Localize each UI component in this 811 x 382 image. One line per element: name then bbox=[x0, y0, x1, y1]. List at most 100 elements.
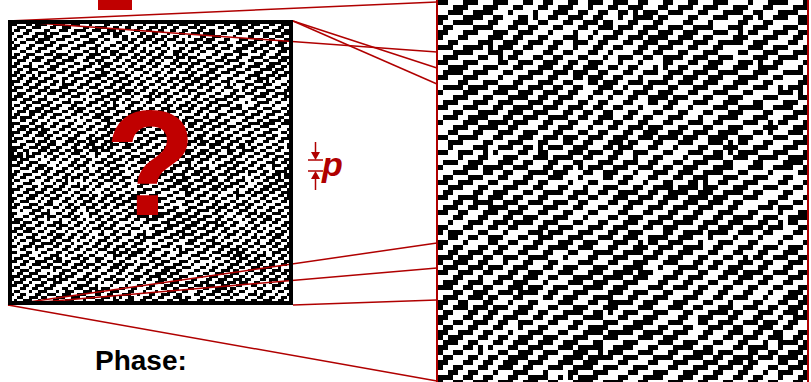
pattern-pixel bbox=[257, 230, 263, 233]
pattern-pixel bbox=[215, 50, 221, 53]
pattern-pixel bbox=[41, 122, 47, 125]
pattern-pixel bbox=[206, 113, 209, 116]
pattern-pixel bbox=[155, 263, 164, 266]
pattern-pixel bbox=[86, 152, 89, 155]
pattern-pixel bbox=[663, 0, 673, 5]
pattern-pixel bbox=[59, 95, 65, 98]
pattern-pixel bbox=[266, 74, 275, 77]
pattern-pixel bbox=[35, 176, 41, 179]
pattern-pixel bbox=[713, 0, 728, 5]
pattern-pixel bbox=[248, 245, 254, 248]
pattern-pixel bbox=[239, 152, 245, 155]
pattern-pixel bbox=[197, 194, 206, 197]
pattern-pixel bbox=[242, 119, 248, 122]
pattern-pixel bbox=[194, 269, 200, 272]
pattern-pixel bbox=[38, 71, 47, 74]
pattern-pixel bbox=[266, 89, 275, 92]
pattern-pixel bbox=[143, 272, 149, 275]
pattern-pixel bbox=[65, 275, 74, 278]
pattern-pixel bbox=[110, 284, 113, 287]
pattern-pixel bbox=[167, 80, 173, 83]
pattern-pixel bbox=[212, 125, 221, 128]
pattern-pixel bbox=[47, 224, 56, 227]
pattern-pixel bbox=[227, 143, 233, 146]
pattern-pixel bbox=[236, 251, 245, 254]
pattern-pixel bbox=[275, 275, 281, 278]
pattern-pixel bbox=[164, 251, 170, 254]
pattern-pixel bbox=[251, 113, 260, 116]
pattern-pixel bbox=[179, 251, 188, 254]
pattern-pixel bbox=[83, 50, 89, 53]
pattern-pixel bbox=[227, 44, 233, 47]
pattern-pixel bbox=[89, 53, 101, 56]
pattern-pixel bbox=[50, 32, 59, 35]
pattern-pixel bbox=[197, 161, 203, 164]
pattern-pixel bbox=[47, 161, 50, 164]
pattern-pixel bbox=[263, 32, 275, 35]
pattern-pixel bbox=[113, 263, 122, 266]
pattern-pixel bbox=[266, 98, 272, 101]
pattern-pixel bbox=[62, 248, 68, 251]
pattern-pixel bbox=[263, 275, 269, 278]
pattern-pixel bbox=[128, 80, 134, 83]
pattern-pixel bbox=[161, 287, 167, 290]
pattern-pixel bbox=[149, 50, 155, 53]
pattern-pixel bbox=[65, 116, 71, 119]
pattern-pixel bbox=[215, 281, 224, 284]
pattern-pixel bbox=[161, 254, 167, 257]
pattern-pixel bbox=[47, 248, 53, 251]
pattern-pixel bbox=[227, 152, 233, 155]
pattern-pixel bbox=[146, 77, 152, 80]
pattern-pixel bbox=[89, 173, 95, 176]
pattern-pixel bbox=[281, 272, 287, 275]
pattern-pixel bbox=[233, 254, 242, 257]
pattern-pixel bbox=[38, 140, 47, 143]
phase-pattern-zoom bbox=[438, 0, 808, 382]
pattern-pixel bbox=[236, 194, 245, 197]
pattern-pixel bbox=[143, 296, 152, 299]
pattern-pixel bbox=[257, 134, 266, 137]
pattern-pixel bbox=[221, 254, 230, 257]
pattern-pixel bbox=[89, 71, 95, 74]
pattern-pixel bbox=[95, 260, 101, 263]
pattern-pixel bbox=[194, 38, 203, 41]
pattern-pixel bbox=[53, 122, 59, 125]
pattern-pixel bbox=[200, 125, 206, 128]
pattern-pixel bbox=[197, 218, 206, 221]
pattern-pixel bbox=[89, 125, 95, 128]
pattern-pixel bbox=[176, 65, 182, 68]
pattern-pixel bbox=[221, 239, 224, 242]
pattern-pixel bbox=[29, 266, 32, 269]
pattern-pixel bbox=[95, 131, 98, 134]
pattern-pixel bbox=[137, 59, 143, 62]
pattern-pixel bbox=[29, 110, 41, 113]
pattern-pixel bbox=[134, 269, 140, 272]
pattern-pixel bbox=[29, 203, 38, 206]
pattern-pixel bbox=[152, 266, 158, 269]
pattern-pixel bbox=[71, 281, 77, 284]
pattern-pixel bbox=[173, 287, 179, 290]
pattern-pixel bbox=[140, 80, 146, 83]
pattern-pixel bbox=[77, 86, 83, 89]
pattern-pixel bbox=[83, 242, 89, 245]
pattern-pixel bbox=[227, 290, 233, 293]
pattern-pixel bbox=[74, 200, 77, 203]
pattern-pixel bbox=[191, 80, 200, 83]
pattern-pixel bbox=[146, 269, 152, 272]
pattern-pixel bbox=[47, 119, 50, 122]
pattern-pixel bbox=[239, 62, 245, 65]
pattern-pixel bbox=[62, 101, 71, 104]
pattern-pixel bbox=[98, 176, 104, 179]
pattern-pixel bbox=[47, 218, 50, 221]
pattern-pixel bbox=[56, 164, 59, 167]
pattern-pixel bbox=[269, 263, 275, 266]
pattern-pixel bbox=[32, 170, 38, 173]
pattern-pixel bbox=[260, 92, 269, 95]
pattern-pixel bbox=[68, 98, 71, 101]
pattern-pixel bbox=[65, 254, 68, 257]
pattern-pixel bbox=[29, 281, 32, 284]
pattern-pixel bbox=[53, 155, 59, 158]
pattern-pixel bbox=[257, 182, 263, 185]
pattern-pixel bbox=[245, 263, 251, 266]
pattern-pixel bbox=[188, 59, 191, 62]
